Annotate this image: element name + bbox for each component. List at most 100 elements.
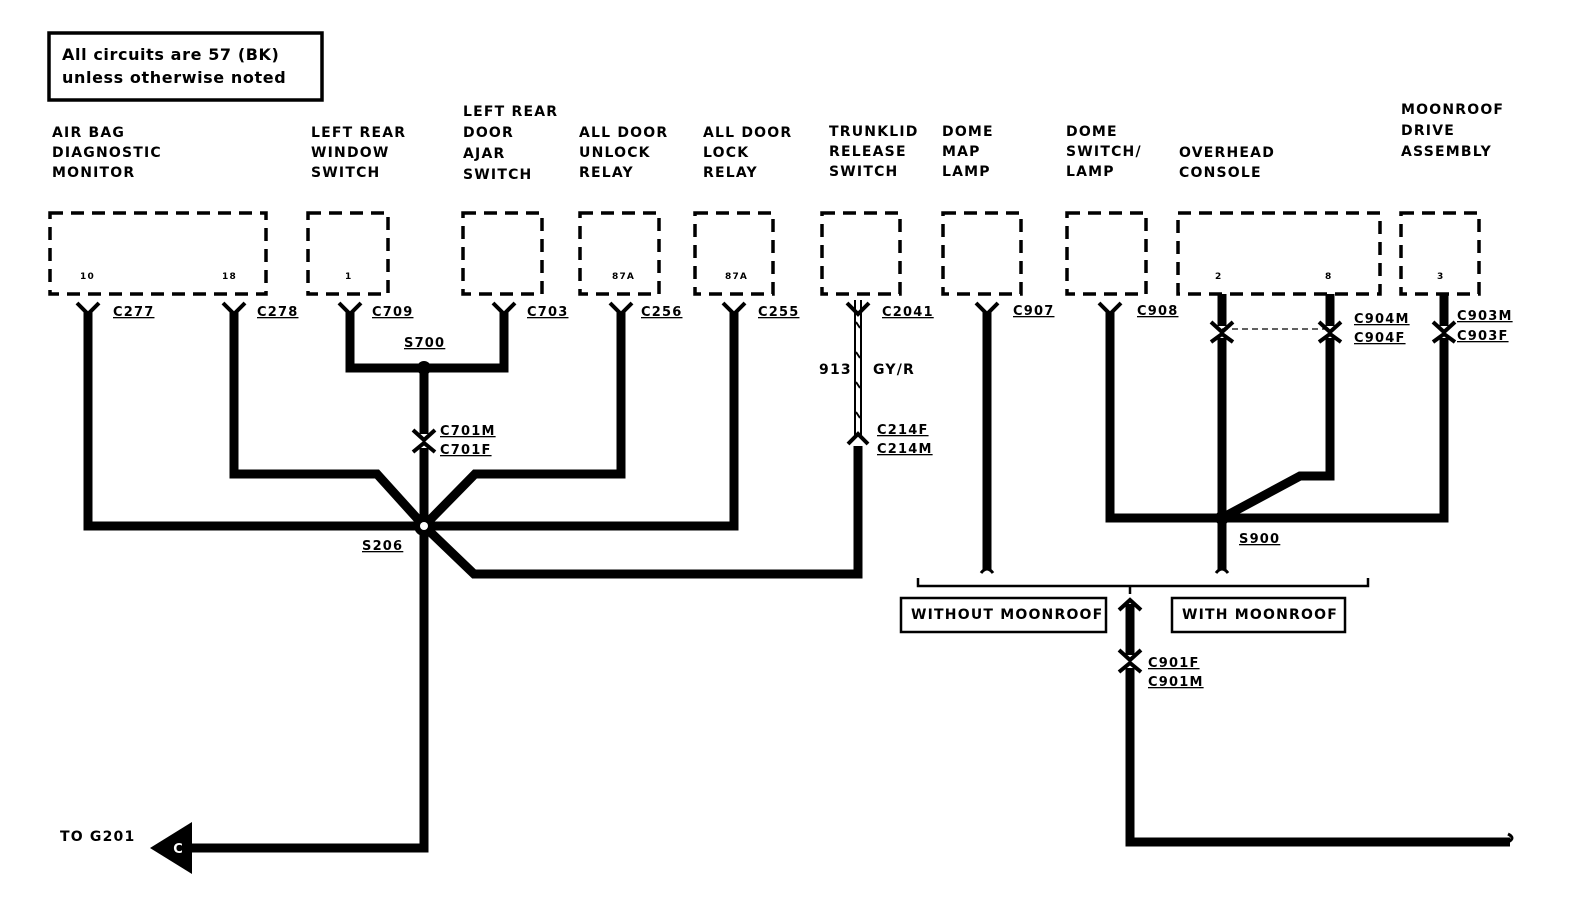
dome-map-label-2: MAP <box>942 144 981 160</box>
dome-map-label-1: DOME <box>942 124 994 140</box>
connector-c701m: C701M <box>440 424 496 439</box>
splice-dot-s900 <box>1215 511 1229 525</box>
ground-connector-letter: C <box>173 842 183 857</box>
connector-symbol <box>1097 301 1123 317</box>
connector-c277: C277 <box>113 305 154 320</box>
connector-symbol <box>221 301 247 317</box>
connector-c2041: C2041 <box>882 305 934 320</box>
dome-map-label-3: LAMP <box>942 164 991 180</box>
inline-connector-symbols <box>411 320 1514 844</box>
dome-switch-label-3: LAMP <box>1066 164 1115 180</box>
connector-c256: C256 <box>641 305 682 320</box>
pin-number: 2 <box>1215 272 1222 282</box>
lr-window-box <box>306 211 390 296</box>
lr-window-label-3: SWITCH <box>311 165 380 181</box>
connector-c904f: C904F <box>1354 331 1406 346</box>
note-line-2: unless otherwise noted <box>62 68 286 87</box>
wire-color: GY/R <box>873 362 915 378</box>
lock-relay-label-3: RELAY <box>703 165 758 181</box>
unlock-relay-label-2: UNLOCK <box>579 145 651 161</box>
splice-labels: S700 S206 S900 913 GY/R <box>362 336 1280 554</box>
wire-end-mark <box>1214 567 1230 574</box>
trunklid-gyr-wire <box>854 300 862 436</box>
splice-s700: S700 <box>404 336 445 351</box>
lr-ajar-box <box>461 211 544 296</box>
connector-c901f: C901F <box>1148 656 1200 671</box>
lr-ajar-label-1: LEFT REAR <box>463 104 558 120</box>
lr-window-label-2: WINDOW <box>311 145 390 161</box>
trunklid-label-3: SWITCH <box>829 164 898 180</box>
pin-number: 1 <box>345 272 352 282</box>
connector-c901m: C901M <box>1148 675 1204 690</box>
connector-c904m: C904M <box>1354 312 1410 327</box>
wire-c901-ground <box>1125 668 1510 847</box>
wire-end-mark <box>1507 832 1514 844</box>
connector-symbol <box>1209 331 1235 344</box>
lock-relay-box <box>693 211 775 296</box>
pin-number: 3 <box>1437 272 1444 282</box>
connector-labels: C277 C278 C709 C703 C256 C255 C2041 C907… <box>113 304 1513 690</box>
overhead-label-1: OVERHEAD <box>1179 145 1275 161</box>
airbag-label-2: DIAGNOSTIC <box>52 145 162 161</box>
connector-c903f: C903F <box>1457 329 1509 344</box>
connector-symbol <box>1117 597 1143 612</box>
connector-symbol <box>411 428 437 443</box>
connector-c278: C278 <box>257 305 298 320</box>
option-bracket <box>916 578 1370 588</box>
unlock-relay-label-3: RELAY <box>579 165 634 181</box>
ground-arrow-icon <box>150 822 192 874</box>
unlock-relay-box <box>578 211 661 296</box>
pin-number: 10 <box>80 272 95 282</box>
connector-c255: C255 <box>758 305 799 320</box>
moonroof-label-1: MOONROOF <box>1401 102 1504 118</box>
wire-end-mark <box>979 567 995 574</box>
splice-s206: S206 <box>362 539 403 554</box>
lr-ajar-label-2: DOOR <box>463 125 514 141</box>
connector-symbol <box>1117 660 1143 674</box>
connector-symbols <box>75 301 1123 317</box>
splice-dots <box>414 361 1229 536</box>
wire-trunklid <box>420 446 863 579</box>
option-selector: WITHOUT MOONROOF WITH MOONROOF <box>899 578 1370 634</box>
without-moonroof-label: WITHOUT MOONROOF <box>911 607 1103 623</box>
with-moonroof-label: WITH MOONROOF <box>1182 607 1338 623</box>
moonroof-label-3: ASSEMBLY <box>1401 144 1492 160</box>
lr-ajar-label-3: AJAR <box>463 146 505 162</box>
airbag-box <box>48 211 268 296</box>
lock-relay-label-1: ALL DOOR <box>703 125 792 141</box>
wire-moonroof <box>1222 338 1449 523</box>
without-moonroof-box <box>899 596 1108 634</box>
splice-s900: S900 <box>1239 532 1280 547</box>
connector-symbol <box>845 301 871 317</box>
connector-symbol <box>1431 331 1457 344</box>
trunklid-label-2: RELEASE <box>829 144 907 160</box>
component-labels: AIR BAG DIAGNOSTIC MONITOR LEFT REAR WIN… <box>52 102 1504 183</box>
connector-c214m: C214M <box>877 442 933 457</box>
pin-number: 87A <box>612 272 635 282</box>
connector-c908: C908 <box>1137 304 1178 319</box>
wire-dome-switch <box>1105 312 1222 523</box>
connector-symbol <box>337 301 363 317</box>
dome-switch-label-1: DOME <box>1066 124 1118 140</box>
airbag-label-1: AIR BAG <box>52 125 125 141</box>
lr-window-label-1: LEFT REAR <box>311 125 406 141</box>
connector-symbol <box>974 301 1000 317</box>
note-line-1: All circuits are 57 (BK) <box>62 45 279 64</box>
connector-c903m: C903M <box>1457 309 1513 324</box>
connector-c907: C907 <box>1013 304 1054 319</box>
connector-symbol <box>411 440 437 454</box>
overhead-box <box>1176 211 1382 296</box>
trunklid-box <box>820 211 902 296</box>
dome-map-box <box>941 211 1023 296</box>
moonroof-label-2: DRIVE <box>1401 123 1455 139</box>
lock-relay-label-2: LOCK <box>703 145 749 161</box>
airbag-label-3: MONITOR <box>52 165 135 181</box>
gyr-wire-stripes <box>855 321 861 419</box>
wire-lock-relay <box>424 312 739 531</box>
ground-destination: C TO G201 <box>60 822 192 874</box>
wire-circuit-number: 913 <box>819 362 852 378</box>
with-moonroof-box <box>1170 596 1347 634</box>
connector-symbol <box>721 301 747 317</box>
dome-switch-box <box>1065 211 1148 296</box>
